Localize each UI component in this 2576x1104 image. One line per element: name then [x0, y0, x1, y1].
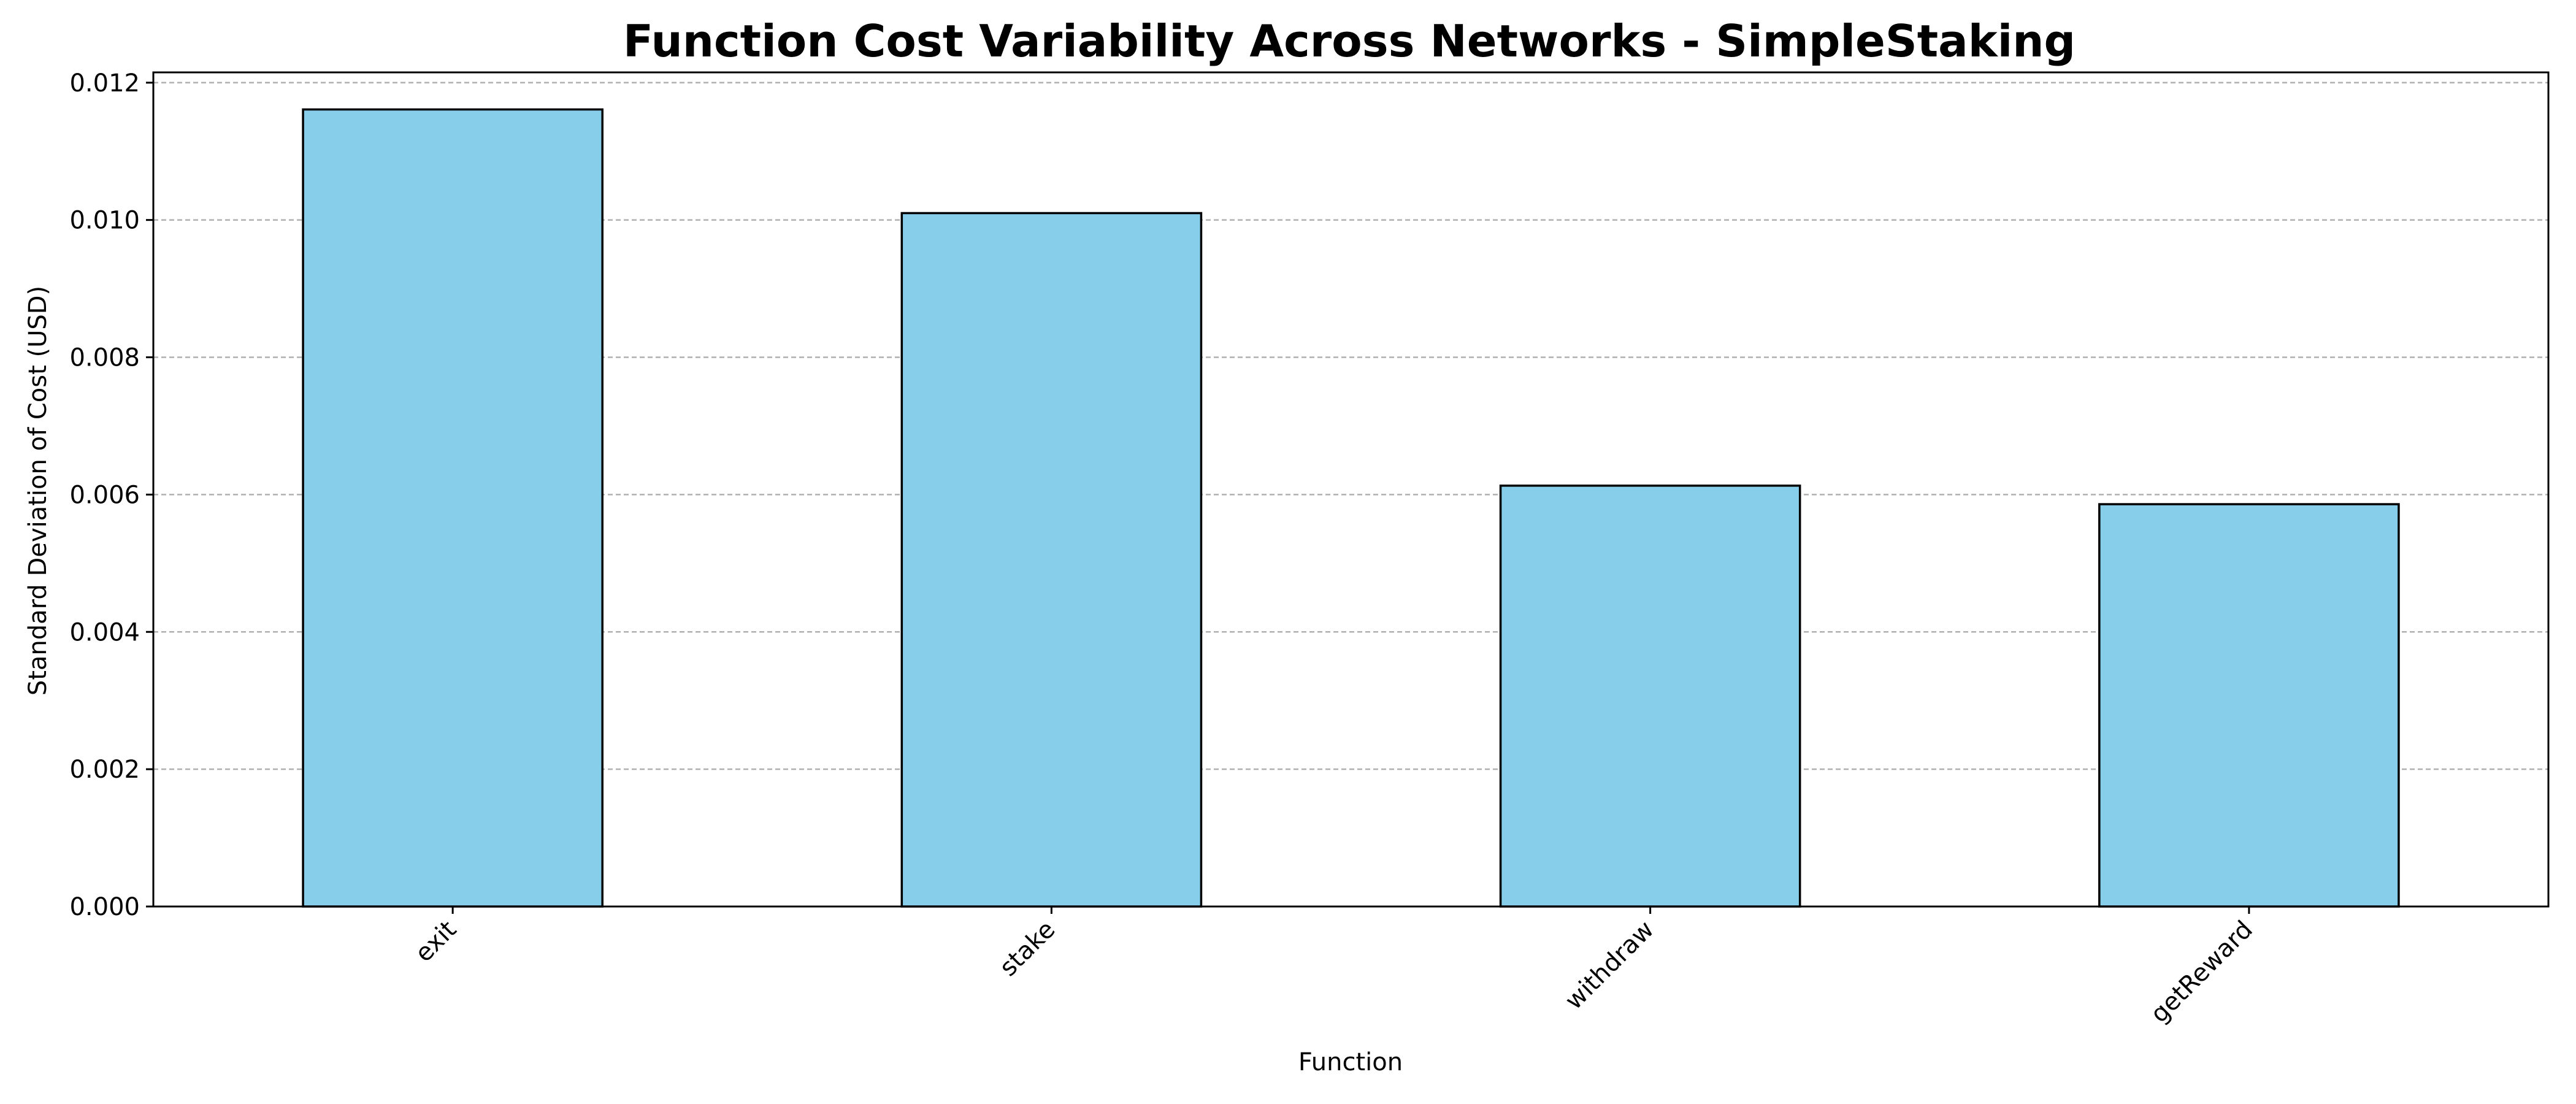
chart-title: Function Cost Variability Across Network…: [623, 15, 2076, 67]
bar-exit: [302, 108, 604, 908]
axes: [152, 71, 2550, 908]
bar-stake: [900, 212, 1203, 908]
y-tick-label: 0.004: [69, 618, 140, 646]
y-tick-label: 0.012: [69, 69, 140, 98]
bar-getReward: [2098, 503, 2400, 908]
y-tick-label: 0.010: [69, 207, 140, 235]
y-tick-label: 0.002: [69, 756, 140, 784]
y-tick-label: 0.006: [69, 481, 140, 509]
plot-frame: [152, 71, 2550, 908]
x-axis-label: Function: [1298, 1048, 1403, 1076]
bar-withdraw: [1499, 485, 1801, 908]
y-axis-ticks: 0.000 0.002 0.004 0.006 0.008 0.010 0.012: [69, 69, 153, 921]
y-tick-label: 0.008: [69, 344, 140, 372]
y-tick-label: 0.000: [69, 893, 140, 921]
y-axis-label: Standard Deviation of Cost (USD): [24, 286, 52, 696]
